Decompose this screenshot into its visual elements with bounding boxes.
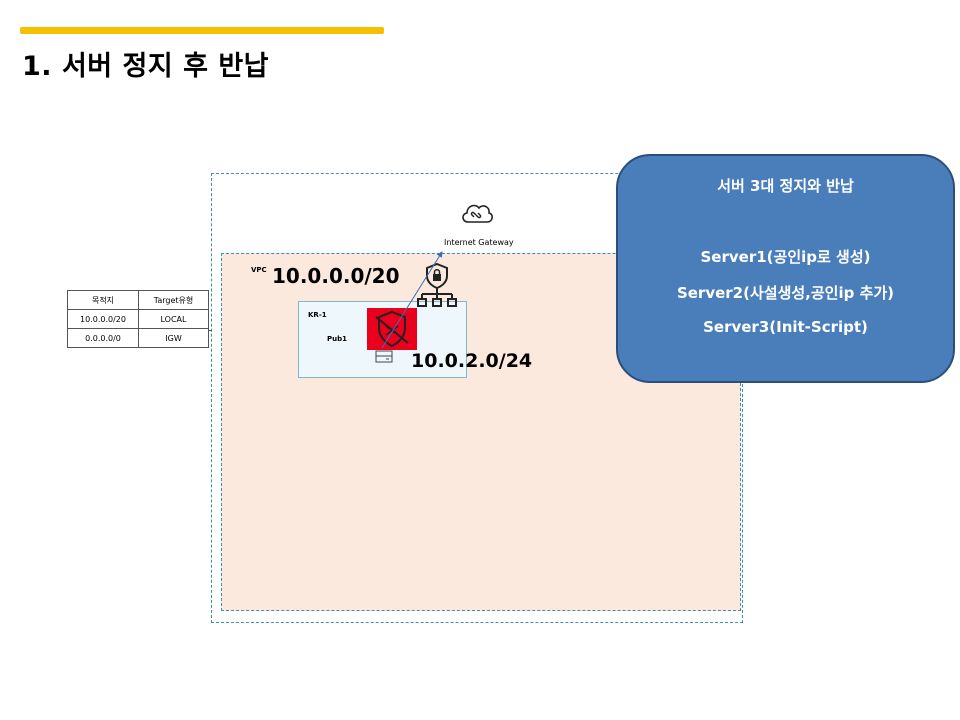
route-table-header-destination: 목적지	[67, 290, 139, 310]
region-boundary	[211, 173, 743, 623]
route-destination: 10.0.0.0/20	[67, 309, 139, 329]
route-table-connector	[208, 330, 212, 331]
route-table-header-target: Target유형	[138, 290, 209, 310]
subnet-cidr: 10.0.2.0/24	[411, 350, 533, 372]
vpc-cidr: 10.0.0.0/20	[272, 264, 400, 288]
title-accent-bar	[20, 27, 384, 34]
route-destination: 0.0.0.0/0	[67, 328, 139, 348]
route-table: 목적지 Target유형 10.0.0.0/20 LOCAL 0.0.0.0/0…	[67, 290, 209, 348]
table-row: 0.0.0.0/0 IGW	[67, 328, 209, 348]
info-callout-line: Server2(사설생성,공인ip 추가)	[676, 284, 895, 302]
igw-label-background	[433, 233, 529, 253]
route-target: LOCAL	[138, 309, 209, 329]
vpc-label: VPC	[251, 266, 267, 274]
route-table-header: 목적지 Target유형	[67, 290, 209, 310]
info-callout-line: Server1(공인ip로 생성)	[700, 248, 871, 266]
igw-label: Internet Gateway	[444, 238, 514, 247]
server-icon	[375, 350, 393, 363]
table-row: 10.0.0.0/20 LOCAL	[67, 309, 209, 329]
route-target: IGW	[138, 328, 209, 348]
shield-icon	[367, 308, 417, 350]
cloud-icon	[462, 204, 493, 223]
info-callout: 서버 3대 정지와 반납 Server1(공인ip로 생성) Server2(사…	[616, 154, 955, 383]
info-callout-title: 서버 3대 정지와 반납	[717, 177, 854, 195]
subnet-region-label: KR-1	[308, 311, 327, 319]
page-title: 1. 서버 정지 후 반납	[22, 51, 270, 82]
subnet-name-label: Pub1	[327, 335, 347, 343]
network-lock-icon	[417, 262, 457, 307]
info-callout-line: Server3(Init-Script)	[703, 318, 868, 336]
